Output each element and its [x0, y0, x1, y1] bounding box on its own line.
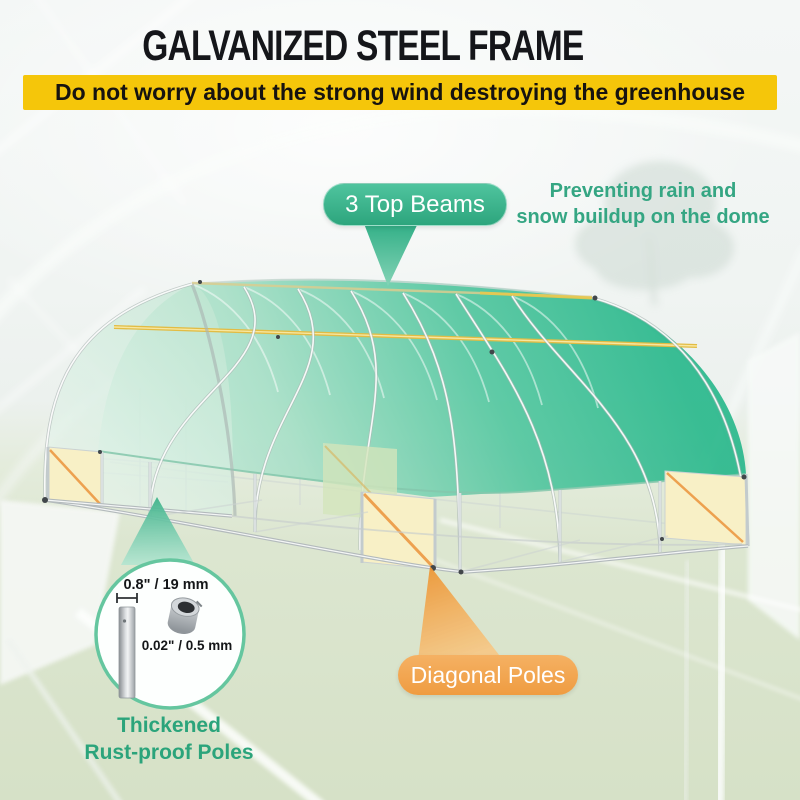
pole-thickness-dimension: 0.02" / 0.5 mm	[142, 638, 232, 653]
diameter-marker	[116, 593, 138, 603]
pole-outer-dimension: 0.8" / 19 mm	[123, 577, 208, 593]
cream-gusset-panels	[47, 443, 747, 570]
steel-ribs	[43, 282, 750, 569]
diagonal-poles-arrow	[418, 566, 503, 660]
background-walls	[0, 332, 800, 800]
far-ribs	[191, 283, 599, 409]
frame-joints	[42, 280, 747, 575]
top-beams-arrow	[363, 221, 419, 286]
pole-image	[118, 606, 136, 699]
background-tree	[575, 161, 734, 306]
pipe-cross-section	[167, 597, 203, 635]
base-rails	[44, 447, 750, 574]
poles-arrow	[121, 497, 195, 565]
diagonal-brace-front	[49, 449, 101, 505]
yellow-top-beam	[113, 281, 698, 348]
pole-detail-inset: 0.8" / 19 mm 0.02" / 0.5 mm	[94, 558, 246, 710]
diagonal-brace-rear-end	[666, 472, 744, 543]
diagonal-brace-middle	[362, 492, 434, 568]
